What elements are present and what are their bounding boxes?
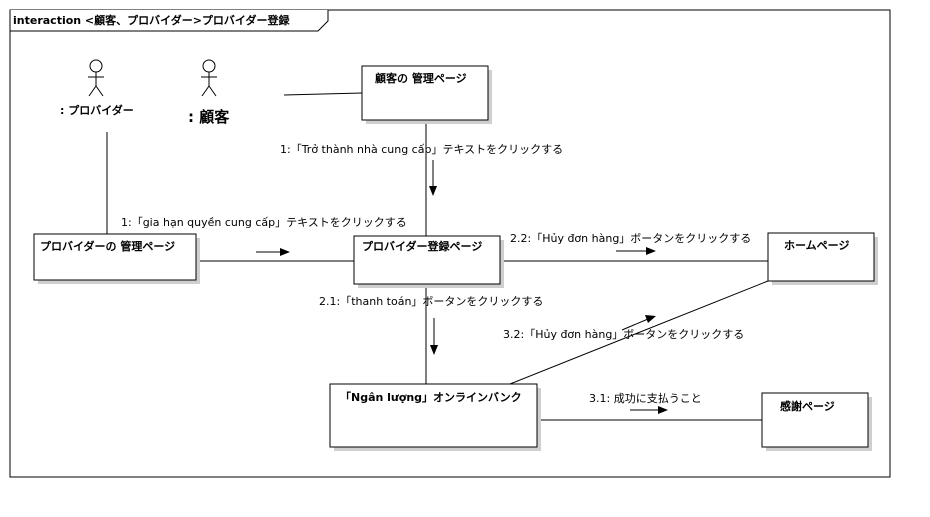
object-thanks[interactable]: 感謝ページ — [761, 392, 872, 451]
object-online-bank-label: 「Ngân lượng」オンラインバンク — [340, 390, 522, 404]
message-arrow-3-2 — [621, 318, 649, 331]
message-3-1-success: 3.1: 成功に支払うこと — [589, 391, 702, 405]
interaction-frame — [9, 9, 891, 478]
frame-title: interaction <顧客、プロバイダー>プロバイダー登録 — [13, 13, 290, 27]
object-provider-register[interactable]: プロバイダー登録ページ — [353, 235, 504, 288]
message-arrow-3-2-head — [645, 315, 656, 323]
message-arrow-2-2-head — [646, 247, 656, 255]
object-thanks-label: 感謝ページ — [780, 399, 835, 413]
object-online-bank[interactable]: 「Ngân lượng」オンラインバンク — [329, 383, 541, 451]
object-home-label: ホームページ — [784, 239, 849, 252]
object-provider-admin[interactable]: プロバイダーの 管理ページ — [33, 233, 200, 284]
actor-provider-label: : プロバイダー — [60, 103, 134, 117]
message-3-2-cancel: 3.2:「Hủy đơn hàng」ボータンをクリックする — [503, 328, 744, 341]
link-customer-actor-customer-admin — [283, 92, 363, 96]
actor-provider[interactable]: : プロバイダー — [60, 59, 134, 117]
actor-customer[interactable]: : 顧客 — [188, 59, 230, 126]
actor-head — [89, 59, 103, 73]
message-1-extend-provider: 1:「gia hạn quyền cung cấp」テキストをクリックする — [121, 216, 407, 229]
object-home[interactable]: ホームページ — [767, 232, 878, 285]
link-online-bank-home — [509, 280, 769, 385]
message-arrow-2-1-head — [430, 345, 438, 355]
message-arrow-3-1-head — [658, 406, 668, 414]
actor-customer-label: : 顧客 — [188, 108, 230, 126]
object-customer-admin[interactable]: 顧客の 管理ページ — [361, 65, 492, 124]
actor-head — [202, 59, 216, 73]
message-arrow-1-head — [429, 186, 437, 196]
message-arrow-1b-head — [280, 248, 290, 256]
message-2-1-payment: 2.1:「thanh toán」ボータンをクリックする — [319, 295, 543, 308]
message-2-2-cancel: 2.2:「Hủy đơn hàng」ボータンをクリックする — [510, 232, 751, 245]
message-1-become-provider: 1:「Trở thành nhà cung cấp」テキストをクリックする — [280, 143, 563, 156]
object-customer-admin-label: 顧客の 管理ページ — [375, 71, 467, 85]
object-provider-register-label: プロバイダー登録ページ — [362, 239, 482, 253]
frame-label-tab — [9, 10, 329, 32]
object-provider-admin-label: プロバイダーの 管理ページ — [40, 239, 175, 253]
